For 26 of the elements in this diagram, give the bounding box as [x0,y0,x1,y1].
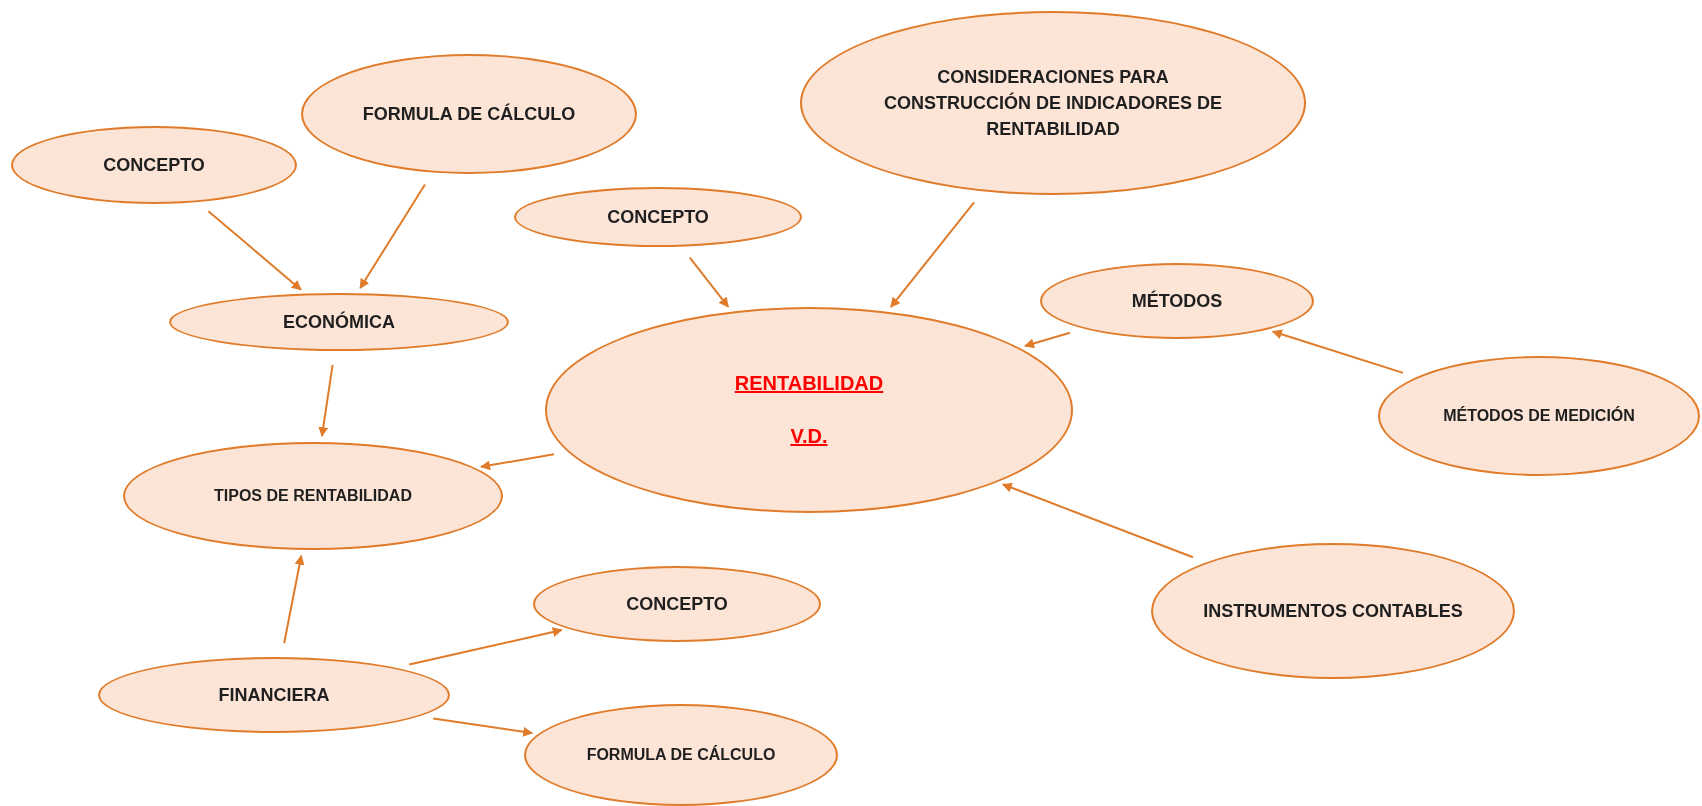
arrow [1271,329,1405,374]
concept-label: CONCEPTO [103,153,205,177]
arrow [359,183,426,290]
concept-label: FINANCIERA [218,683,330,707]
arrow [408,627,563,666]
concept-label: ECONÓMICA [283,310,395,334]
arrow [318,363,334,438]
concept-label: CONCEPTO [607,205,709,229]
concept-label: FORMULA DE CÁLCULO [362,102,576,126]
concept-label: INSTRUMENTOS CONTABLES [1203,599,1463,623]
arrow [1001,482,1194,559]
concept-label: MÉTODOS DE MEDICIÓN [1443,405,1635,427]
concept-label: TIPOS DE RENTABILIDAD [214,486,412,507]
concept-label: CONSIDERACIONES PARA CONSTRUCCIÓN DE INDICADORES DE RENTABILIDAD [883,65,1223,142]
arrow [432,717,534,737]
concept-label: CONCEPTO [626,592,728,616]
arrow [207,210,302,291]
arrow [283,554,305,645]
title-text: V.D. [790,424,828,449]
title-text: RENTABILIDAD [734,371,884,396]
concept-label: FORMULA DE CÁLCULO [586,744,776,766]
concept-label: MÉTODOS [1131,289,1223,313]
arrow [480,453,555,471]
arrow [889,201,976,308]
arrow [1024,331,1071,349]
arrow [688,256,730,308]
